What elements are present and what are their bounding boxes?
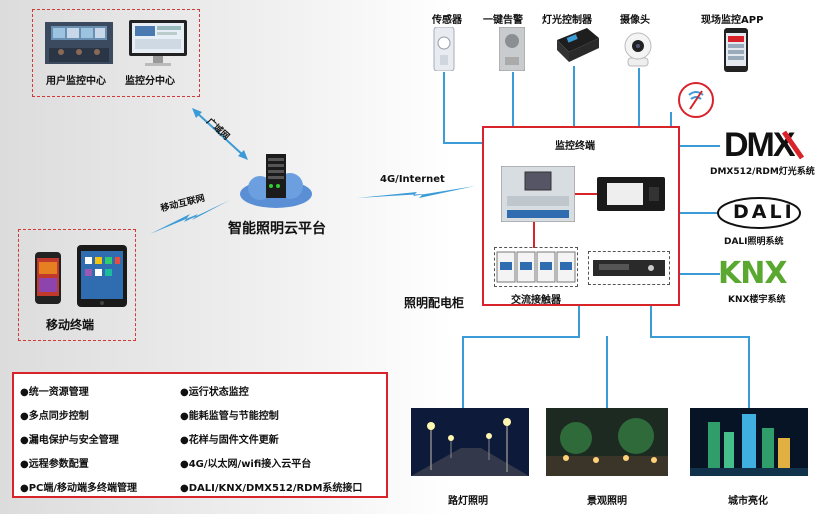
controller-device <box>597 177 665 211</box>
light-controller-label: 灯光控制器 <box>542 15 592 26</box>
sensor-label: 传感器 <box>432 15 462 26</box>
feature-list-box <box>12 372 388 498</box>
city-label: 城市亮化 <box>728 496 768 507</box>
camera-icon <box>624 28 652 68</box>
light-controller-icon <box>553 26 601 64</box>
connector-controller <box>573 66 575 126</box>
connector-top-bus <box>443 142 483 144</box>
terminal-label: 监控终端 <box>555 141 595 152</box>
landscape-lighting-photo <box>546 408 668 476</box>
city-lighting-photo <box>690 408 808 476</box>
phone-icon <box>35 252 61 304</box>
connector-cabinet-left <box>578 306 580 338</box>
internet-label: 4G/Internet <box>380 174 445 185</box>
dali-logo-text: DALI <box>733 201 795 223</box>
connector-knx <box>680 273 720 275</box>
connector-scene-bus-right <box>650 336 750 338</box>
terminal-device <box>500 165 576 223</box>
connector-camera <box>638 68 640 126</box>
feature-item-left-2: ●多点同步控制 <box>20 411 89 422</box>
alarm-label: 一键告警 <box>483 15 523 26</box>
connector-city <box>748 336 750 408</box>
contactor-label: 交流接触器 <box>511 295 561 306</box>
wan-arrow <box>190 108 250 164</box>
connector-app-diag <box>670 112 672 128</box>
wireless-icon <box>677 81 715 119</box>
switch-device <box>588 251 670 285</box>
camera-label: 摄像头 <box>620 15 650 26</box>
knx-logo: KNX <box>718 256 787 291</box>
alarm-icon <box>498 26 526 72</box>
user-center-screen <box>45 22 113 64</box>
connector-scene-bus-left <box>462 336 580 338</box>
connector-dali <box>680 212 720 214</box>
user-center-label: 用户监控中心 <box>46 76 106 87</box>
feature-item-right-2: ●能耗监管与节能控制 <box>180 411 279 422</box>
street-label: 路灯照明 <box>448 496 488 507</box>
app-phone-icon <box>724 28 748 72</box>
mobile-label: 移动终端 <box>46 318 95 332</box>
connector-cabinet-right <box>650 306 652 338</box>
street-lighting-photo <box>411 408 529 476</box>
terminal-link-line <box>575 193 597 195</box>
connector-landscape <box>606 336 608 408</box>
feature-item-left-3: ●漏电保护与安全管理 <box>20 435 119 446</box>
feature-item-right-3: ●花样与固件文件更新 <box>180 435 279 446</box>
feature-item-left-5: ●PC端/移动端多终端管理 <box>20 483 138 494</box>
connector-street <box>462 336 464 408</box>
connector-sensor <box>443 72 445 144</box>
landscape-label: 景观照明 <box>587 496 627 507</box>
dmx-x-accent <box>781 130 805 160</box>
terminal-contactor-line <box>533 222 535 248</box>
dali-label: DALI照明系统 <box>724 237 784 247</box>
cloud-icon <box>238 150 314 212</box>
cabinet-label: 照明配电柜 <box>404 296 465 310</box>
tablet-icon <box>77 245 127 307</box>
feature-item-right-1: ●运行状态监控 <box>180 387 249 398</box>
cloud-label: 智能照明云平台 <box>228 221 326 237</box>
app-label: 现场监控APP <box>701 15 764 26</box>
feature-item-right-5: ●DALI/KNX/DMX512/RDM系统接口 <box>180 483 363 494</box>
dmx-label: DMX512/RDM灯光系统 <box>710 167 815 177</box>
feature-item-left-4: ●远程参数配置 <box>20 459 89 470</box>
contactor-group <box>494 247 578 287</box>
sub-center-label: 监控分中心 <box>125 76 175 87</box>
mobile-internet-lightning <box>150 200 230 240</box>
internet-lightning <box>357 186 475 208</box>
sensor-icon <box>432 26 456 72</box>
connector-dmx <box>680 145 720 147</box>
monitor-center-group <box>32 9 200 97</box>
connector-alarm <box>512 72 514 126</box>
feature-item-left-1: ●统一资源管理 <box>20 387 89 398</box>
mobile-terminal-group <box>18 229 136 341</box>
sub-center-monitor <box>127 18 189 68</box>
knx-label: KNX楼宇系统 <box>728 295 786 305</box>
feature-item-right-4: ●4G/以太网/wifi接入云平台 <box>180 459 312 470</box>
dali-logo <box>716 196 802 230</box>
